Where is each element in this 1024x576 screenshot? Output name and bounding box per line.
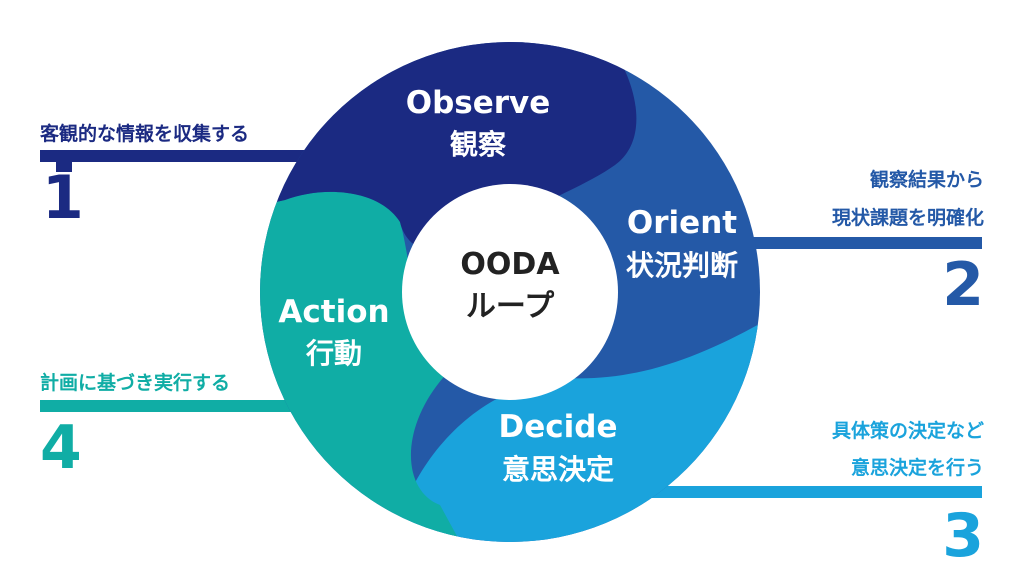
callout-4-number: 4	[40, 413, 82, 483]
orient-label-ja: 状況判断	[626, 249, 738, 282]
callout-2-text-line1: 観察結果から	[870, 168, 984, 191]
center-subtitle: ループ	[466, 289, 555, 324]
callout-1-text: 客観的な情報を収集する	[40, 122, 249, 145]
observe-label-ja: 観察	[450, 128, 507, 161]
action-label-ja: 行動	[305, 337, 362, 370]
callout-3-text-line1: 具体策の決定など	[832, 419, 984, 442]
center-circle	[402, 184, 618, 400]
decide-label-ja: 意思決定	[502, 453, 614, 486]
center-title: OODA	[460, 247, 560, 282]
callout-2-text-line2: 現状課題を明確化	[832, 206, 984, 229]
callout-1-number-stem	[56, 162, 72, 172]
callout-1-number: 1	[42, 163, 84, 233]
orient-label-en: Orient	[627, 205, 737, 241]
observe-label-en: Observe	[406, 85, 551, 121]
action-label-en: Action	[278, 294, 389, 330]
callout-2-number: 2	[942, 250, 984, 320]
callout-3-number: 3	[942, 501, 984, 571]
decide-label-en: Decide	[499, 409, 618, 445]
callout-3-text-line2: 意思決定を行う	[851, 456, 984, 479]
callout-4-text: 計画に基づき実行する	[40, 371, 230, 394]
